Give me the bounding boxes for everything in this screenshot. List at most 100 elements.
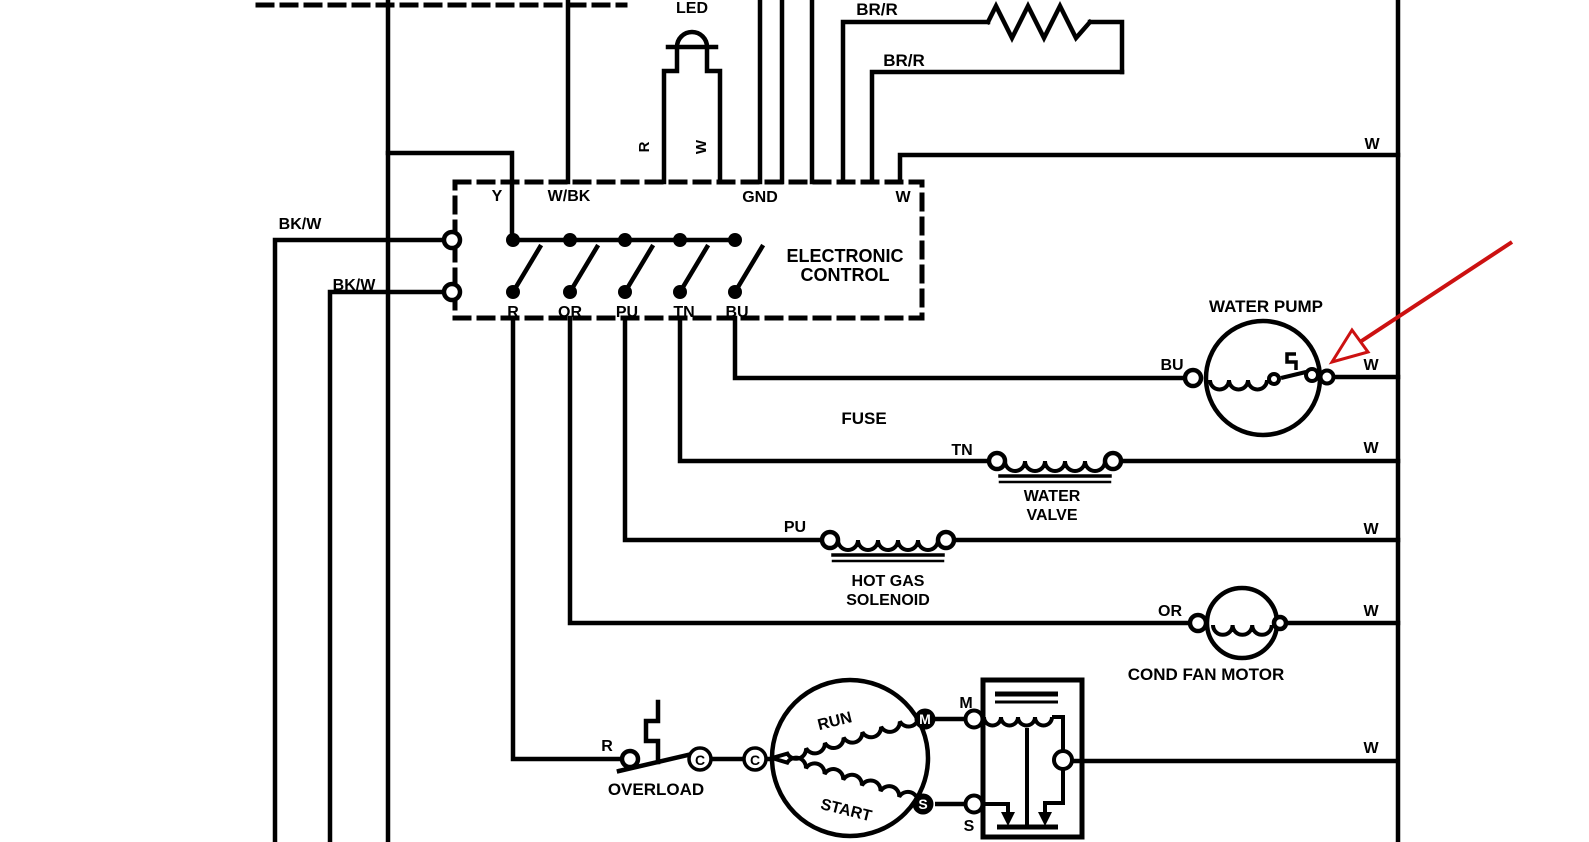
solenoid-name1: HOT GAS <box>852 573 925 590</box>
valve-terminal-right <box>1102 450 1124 472</box>
bkw-lower-label: BK/W <box>333 277 377 294</box>
water-valve-name2: VALVE <box>1027 507 1078 524</box>
relay-arrow-right <box>1038 812 1052 826</box>
s-terminal-dot <box>912 793 934 815</box>
c1-terminal <box>687 746 713 772</box>
relay-contact-lead <box>1043 769 1065 813</box>
relay-coil <box>982 716 1054 728</box>
fan-terminal-left <box>1187 612 1209 634</box>
or-branch-wire <box>567 315 1193 626</box>
start-winding-coil <box>771 755 920 803</box>
led-w-label: W <box>693 139 710 154</box>
switch-blade-r <box>512 243 544 291</box>
w-top-wire <box>897 152 1401 185</box>
solenoid-terminal-left <box>819 529 841 551</box>
relay-s-lead <box>984 802 1010 813</box>
bu-wire-label: BU <box>1160 357 1183 374</box>
fan-winding-coil <box>1211 624 1274 637</box>
cond-fan-motor-circle <box>1204 585 1280 661</box>
pin-r-label: R <box>507 304 519 321</box>
relay-s-label: S <box>964 818 975 835</box>
relay-s-terminal <box>963 793 985 815</box>
hot-gas-solenoid-coil <box>836 539 940 552</box>
pu-branch-wire <box>622 315 825 543</box>
contact-dot-pu <box>618 285 632 299</box>
c2-label: C <box>750 752 760 768</box>
pump-terminal-left <box>1182 367 1204 389</box>
bkw-upper-wire <box>272 237 447 842</box>
switch-blade-tn <box>679 243 711 291</box>
bus-dot-2 <box>563 233 577 247</box>
pump-blade-terminal <box>1304 367 1320 383</box>
pump-terminal-right <box>1318 368 1336 386</box>
pump-w-label: W <box>1363 357 1379 374</box>
resistor-symbol <box>984 0 1094 44</box>
overload-terminal <box>619 748 641 770</box>
switch-blade-or <box>569 243 601 291</box>
contact-dot-or <box>563 285 577 299</box>
contact-dot-tn <box>673 285 687 299</box>
y-wire <box>385 150 515 243</box>
tn-wire-label: TN <box>951 442 972 459</box>
fan-terminal-right <box>1271 614 1289 632</box>
s-terminal-label: S <box>918 796 927 812</box>
bus-dot-5 <box>728 233 742 247</box>
fuse-label: FUSE <box>841 409 886 428</box>
control-input-terminal-upper <box>441 229 463 251</box>
pump-inner-terminal <box>1267 372 1281 386</box>
c2-terminal <box>742 746 768 772</box>
valve-w-label: W <box>1363 440 1379 457</box>
m-terminal-label: M <box>919 711 931 727</box>
contact-dot-r <box>506 285 520 299</box>
c1-label: C <box>695 752 705 768</box>
cond-fan-motor-name: COND FAN MOTOR <box>1128 665 1284 684</box>
bkw-lower-wire <box>327 289 447 842</box>
pump-protector-blade <box>1280 370 1307 380</box>
valve-solenoid-coil <box>1003 460 1107 473</box>
relay-w-label: W <box>1363 740 1379 757</box>
pin-w-label: W <box>895 189 911 206</box>
bus-dot-3 <box>618 233 632 247</box>
annotation-arrowhead <box>1328 327 1371 365</box>
relay-coil-lead <box>1052 715 1065 751</box>
pin-y-label: Y <box>492 188 503 205</box>
relay-m-label: M <box>959 695 972 712</box>
electronic-control-box <box>452 179 925 321</box>
water-pump-motor-circle <box>1203 318 1323 438</box>
run-winding-coil <box>771 715 921 761</box>
brr-upper-label: BR/R <box>856 0 898 19</box>
relay-arrow-left <box>1001 812 1015 826</box>
led-r-label: R <box>636 141 653 152</box>
control-box-name2: CONTROL <box>801 265 890 285</box>
r-branch-wire <box>510 315 625 762</box>
m-terminal-dot <box>914 708 936 730</box>
bus-dot-1 <box>506 233 520 247</box>
w-top-label: W <box>1364 136 1380 153</box>
contact-dot-bu <box>728 285 742 299</box>
led-symbol <box>661 29 723 185</box>
pin-wbk-label: W/BK <box>548 188 591 205</box>
control-box-name1: ELECTRONIC <box>787 246 904 266</box>
solenoid-terminal-right <box>935 529 957 551</box>
bu-branch-wire <box>732 315 1188 381</box>
overload-label: OVERLOAD <box>608 780 704 799</box>
bkw-upper-label: BK/W <box>279 216 323 233</box>
water-valve-name1: WATER <box>1024 488 1081 505</box>
pu-wire-label: PU <box>784 519 806 536</box>
relay-m-terminal <box>963 708 985 730</box>
relay-contact-circle <box>1052 749 1074 771</box>
pin-pu-label: PU <box>616 304 638 321</box>
annotation-arrow <box>1328 240 1514 365</box>
water-pump-name: WATER PUMP <box>1209 297 1323 316</box>
brr-upper-wire <box>840 19 1125 185</box>
switch-blade-bu <box>734 243 766 291</box>
pin-bu-label: BU <box>725 304 748 321</box>
r-wire-label: R <box>601 738 613 755</box>
pin-gnd-label: GND <box>742 189 778 206</box>
bus-dot-4 <box>673 233 687 247</box>
overload-heater <box>643 699 661 765</box>
or-wire-label: OR <box>1158 603 1182 620</box>
pump-thermal-protector <box>1285 352 1298 370</box>
solenoid-w-label: W <box>1363 521 1379 538</box>
